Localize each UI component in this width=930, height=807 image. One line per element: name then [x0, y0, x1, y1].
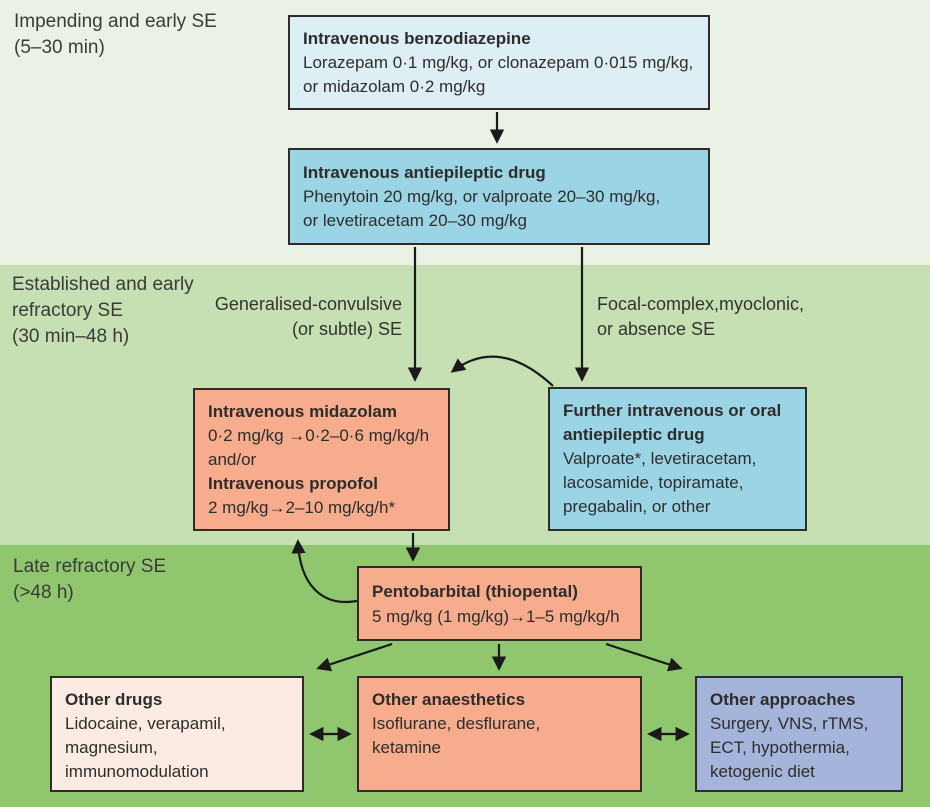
box-text-line: and/or [208, 450, 257, 469]
box-text-line: Isoflurane, desflurane, [372, 714, 541, 733]
box-text-line: Surgery, VNS, rTMS, [710, 714, 869, 733]
box-title: Further intravenous or oral [563, 401, 782, 420]
box-iv-benzodiazepine: Intravenous benzodiazepine Lorazepam 0·1… [288, 15, 710, 110]
box-text-line: 2 mg/kg→2–10 mg/kg/h* [208, 498, 396, 517]
box-title: Other drugs [65, 690, 163, 709]
box-text-line: immunomodulation [65, 762, 209, 781]
box-text-line: 5 mg/kg (1 mg/kg)→1–5 mg/kg/h [372, 607, 620, 626]
box-text-line: Phenytoin 20 mg/kg, or valproate 20–30 m… [303, 187, 661, 206]
stage-label-line: Late refractory SE [13, 556, 167, 577]
box-iv-midazolam-propofol: Intravenous midazolam 0·2 mg/kg →0·2–0·6… [193, 388, 450, 531]
box-title: Other anaesthetics [372, 690, 526, 709]
box-subtitle: Intravenous propofol [208, 474, 378, 493]
box-further-aed: Further intravenous or oral antiepilepti… [548, 387, 807, 531]
stage-label-line: Established and early [12, 274, 194, 295]
branch-label-line: or absence SE [597, 319, 716, 339]
branch-label-line: Focal-complex,myoclonic, [597, 294, 805, 314]
stage-label-impending: Impending and early SE (5–30 min) [14, 9, 217, 61]
box-text-line: magnesium, [65, 738, 158, 757]
box-other-approaches: Other approaches Surgery, VNS, rTMS, ECT… [695, 676, 903, 792]
box-title: Other approaches [710, 690, 856, 709]
box-other-drugs: Other drugs Lidocaine, verapamil, magnes… [50, 676, 304, 792]
stage-label-late: Late refractory SE (>48 h) [13, 554, 166, 606]
box-text-line: pregabalin, or other [563, 497, 711, 516]
box-text-line: ketogenic diet [710, 762, 815, 781]
branch-label-generalised-convulsive: Generalised-convulsive (or subtle) SE [200, 292, 402, 342]
box-title: Pentobarbital (thiopental) [372, 582, 578, 601]
branch-label-line: Generalised-convulsive [214, 294, 402, 314]
box-text-line: ECT, hypothermia, [710, 738, 850, 757]
box-iv-antiepileptic-drug: Intravenous antiepileptic drug Phenytoin… [288, 148, 710, 245]
stage-label-line: (5–30 min) [14, 37, 105, 58]
box-text-line: lacosamide, topiramate, [563, 473, 744, 492]
box-title: Intravenous antiepileptic drug [303, 163, 546, 182]
box-text-line: Valproate*, levetiracetam, [563, 449, 757, 468]
stage-label-line: (30 min–48 h) [12, 326, 130, 347]
stage-label-established: Established and early refractory SE (30 … [12, 272, 194, 350]
branch-label-line: (or subtle) SE [291, 319, 402, 339]
box-text-line: or midazolam 0·2 mg/kg [303, 77, 486, 96]
box-text-line: ketamine [372, 738, 441, 757]
box-text-line: 0·2 mg/kg →0·2–0·6 mg/kg/h [208, 426, 430, 445]
box-text-line: or levetiracetam 20–30 mg/kg [303, 211, 527, 230]
box-other-anaesthetics: Other anaesthetics Isoflurane, desfluran… [357, 676, 642, 792]
box-title: Intravenous benzodiazepine [303, 29, 531, 48]
box-text-line: Lidocaine, verapamil, [65, 714, 226, 733]
box-text-line: Lorazepam 0·1 mg/kg, or clonazepam 0·015… [303, 53, 694, 72]
box-title-line2: antiepileptic drug [563, 425, 705, 444]
stage-label-line: (>48 h) [13, 582, 74, 603]
stage-label-line: Impending and early SE [14, 11, 217, 32]
stage-label-line: refractory SE [12, 300, 123, 321]
box-pentobarbital: Pentobarbital (thiopental) 5 mg/kg (1 mg… [357, 566, 642, 641]
branch-label-focal-complex: Focal-complex,myoclonic, or absence SE [597, 292, 804, 342]
box-title: Intravenous midazolam [208, 402, 397, 421]
